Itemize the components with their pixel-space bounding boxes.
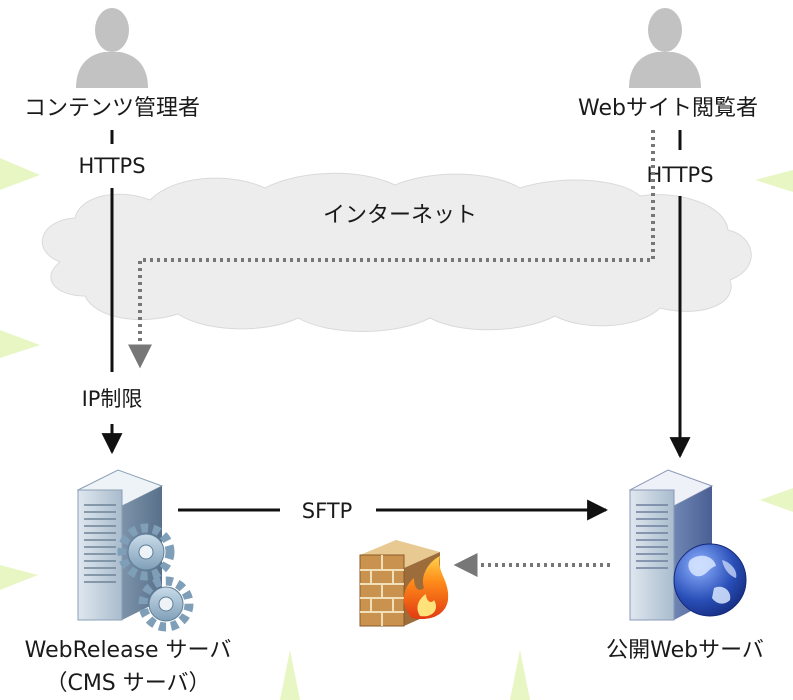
admin-https-label: HTTPS (78, 154, 145, 178)
sftp-connection: SFTP (178, 499, 609, 523)
internet-cloud: インターネット (41, 172, 752, 332)
admin-connection: HTTPS IP制限 (78, 130, 146, 455)
visitor-dotted-route (128, 130, 655, 369)
server-gears-icon (76, 469, 194, 632)
site-visitor-label: Webサイト閲覧者 (578, 96, 758, 121)
public-web-server: 公開Webサーバ (606, 469, 764, 663)
public-web-server-label: 公開Webサーバ (606, 638, 764, 663)
visitor-connection: HTTPS (646, 130, 714, 459)
firewall (359, 540, 449, 627)
cms-admin-person: コンテンツ管理者 (24, 8, 200, 121)
ip-restriction-label: IP制限 (82, 387, 143, 411)
cms-admin-label: コンテンツ管理者 (24, 96, 200, 121)
visitor-https-label: HTTPS (646, 163, 713, 187)
webrelease-label-line2: （CMS サーバ） (45, 671, 210, 696)
cloud-icon (41, 172, 752, 332)
user-icon (76, 8, 148, 88)
webrelease-label-line1: WebRelease サーバ (25, 638, 232, 663)
sftp-label: SFTP (302, 499, 353, 523)
site-visitor-person: Webサイト閲覧者 (578, 8, 758, 121)
server-globe-icon (628, 469, 747, 621)
webrelease-server: WebRelease サーバ （CMS サーバ） (25, 469, 232, 696)
internet-label: インターネット (323, 203, 477, 228)
firewall-icon (359, 540, 449, 627)
background-decoration (0, 158, 793, 700)
user-icon (629, 8, 701, 88)
